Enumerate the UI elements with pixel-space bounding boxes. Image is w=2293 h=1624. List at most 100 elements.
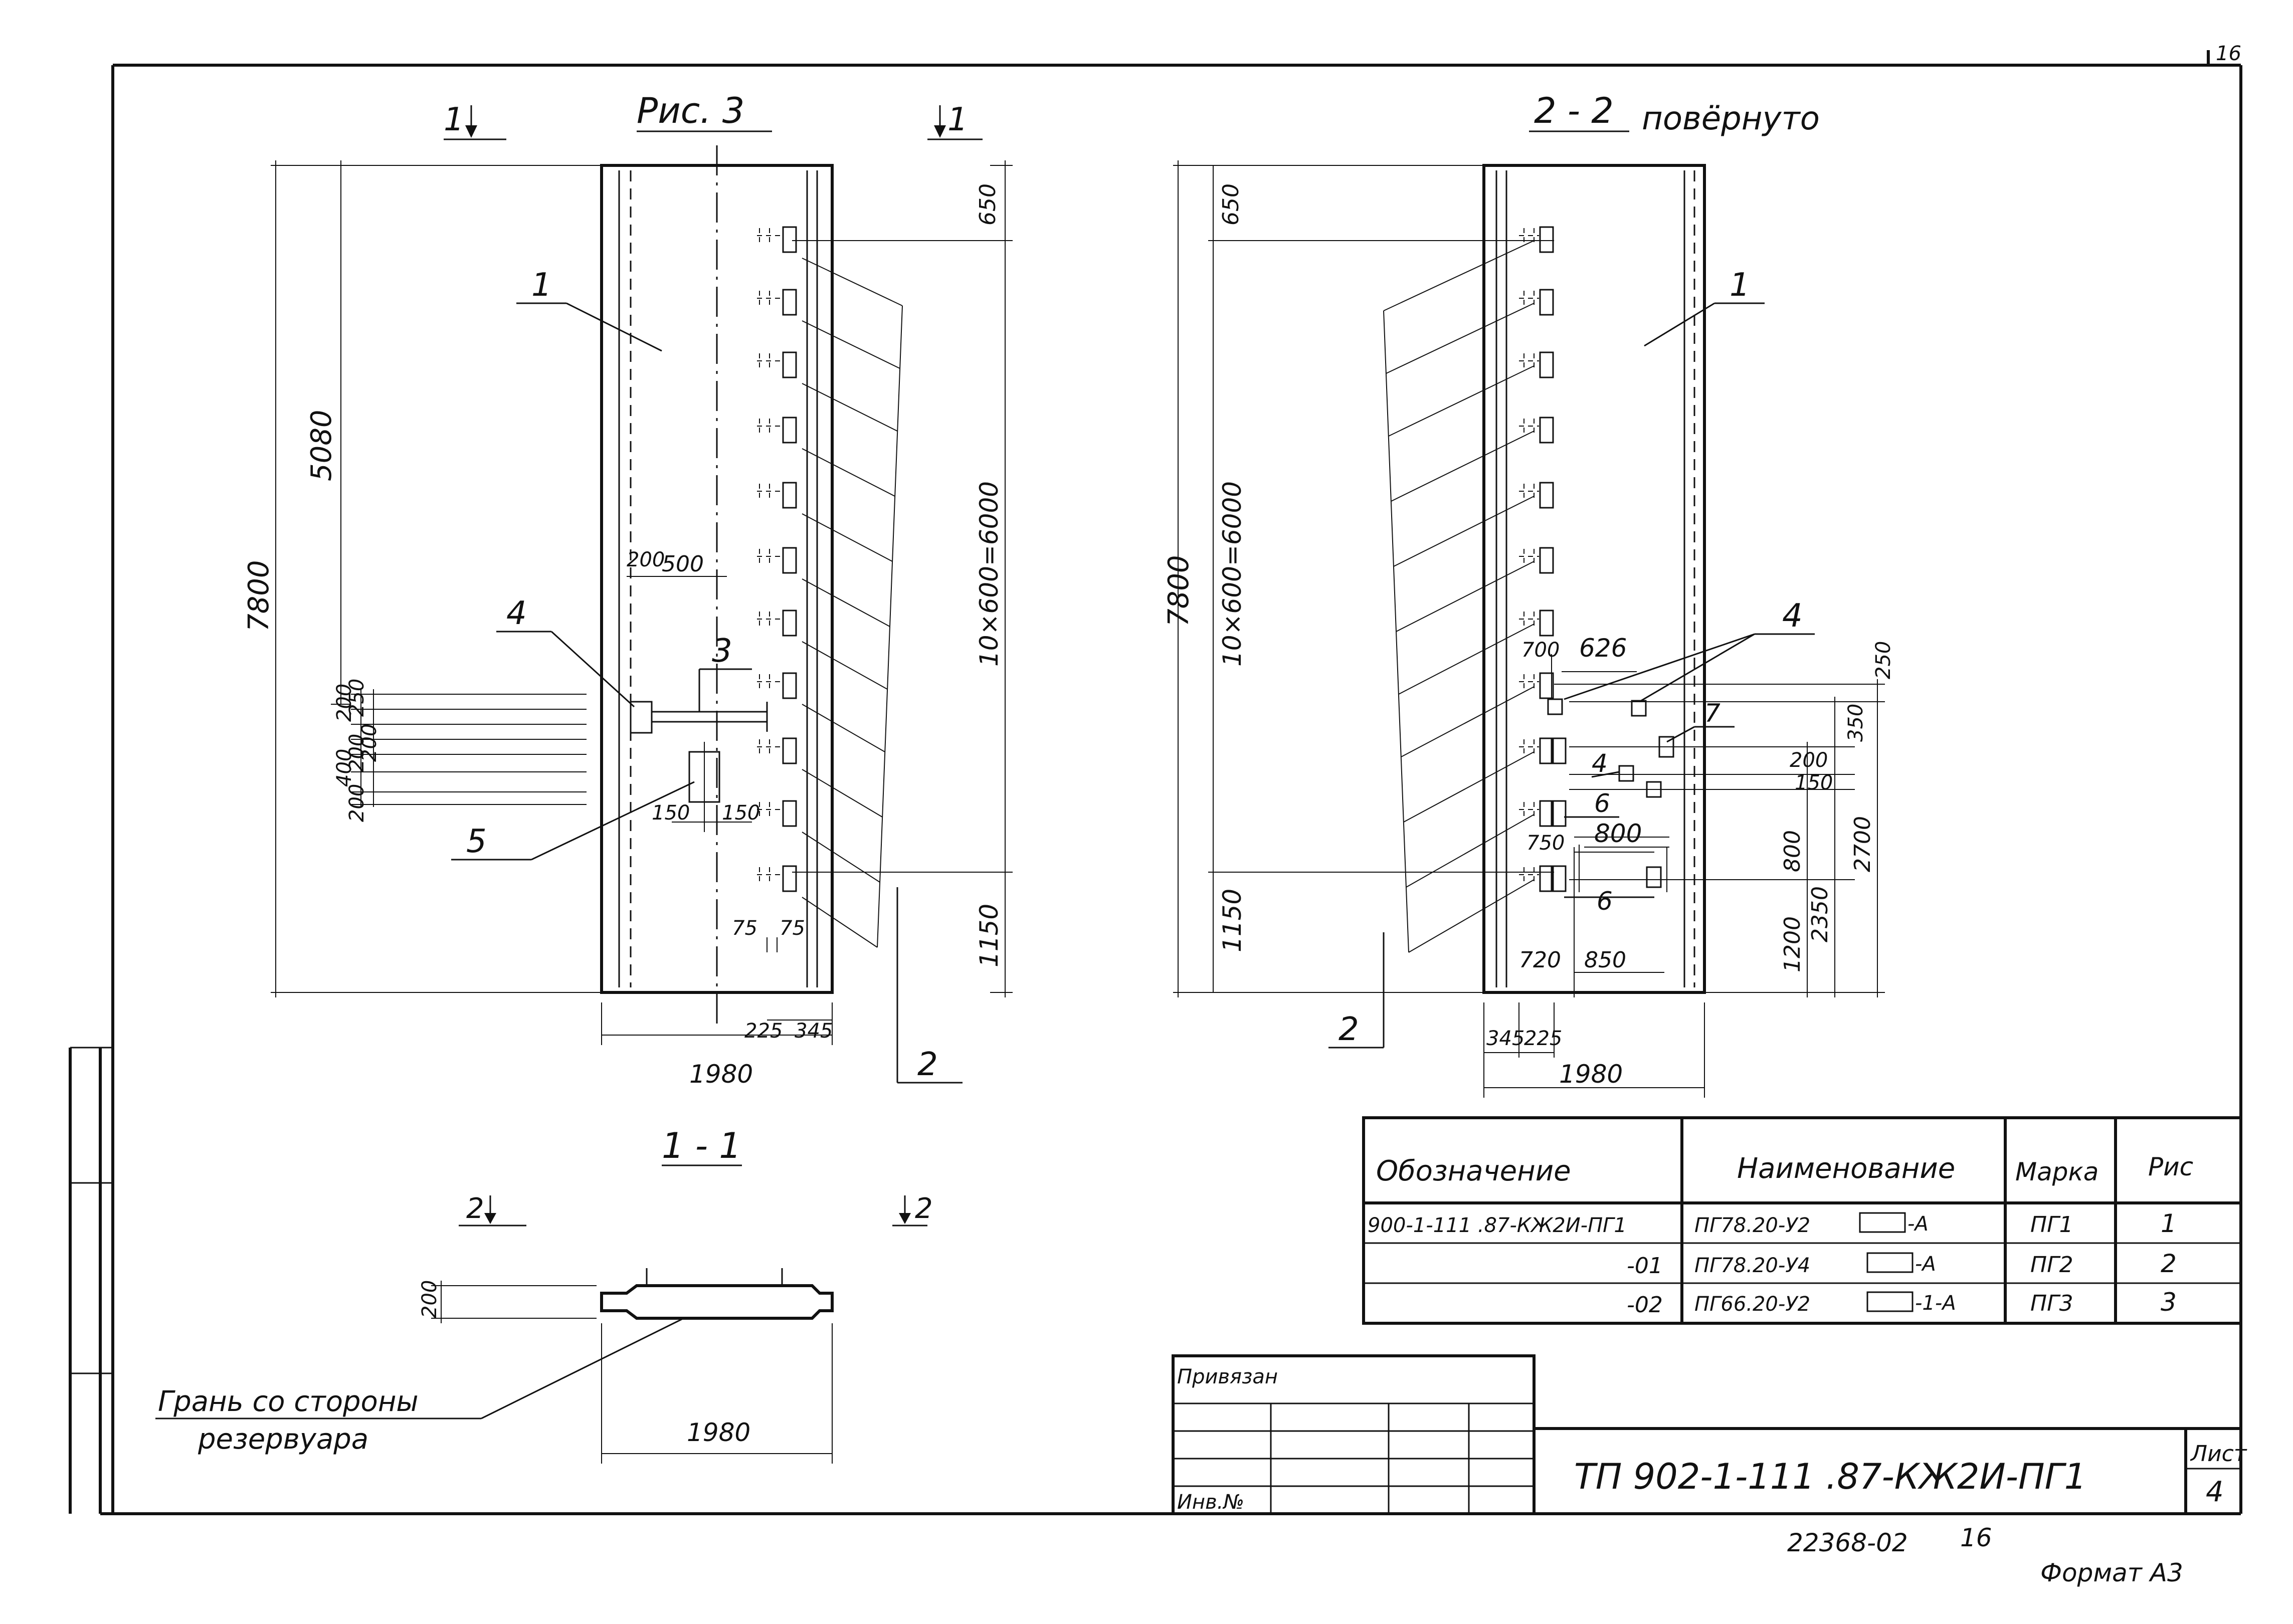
view22-dim-1200: 1200 bbox=[1780, 916, 1805, 972]
sheet-number-top: 16 bbox=[2216, 42, 2241, 65]
spec-header-mark: Марка bbox=[2015, 1157, 2098, 1186]
section11-mark-right: 2 bbox=[915, 1192, 933, 1225]
view22-dim-150: 150 bbox=[1795, 771, 1833, 794]
fig3-dimensions bbox=[271, 160, 1013, 1045]
fig3-dim-width: 1980 bbox=[689, 1060, 753, 1089]
view22-title-mark: 2 - 2 bbox=[1534, 90, 1614, 131]
fig3-arrow-right-icon bbox=[934, 125, 946, 138]
view22-dim-750: 750 bbox=[1526, 832, 1565, 855]
fig3-callout-3: 3 bbox=[712, 633, 732, 670]
spec-row-mark: ПГ2 bbox=[2030, 1252, 2073, 1278]
view22-callout-2: 2 bbox=[1339, 1011, 1359, 1048]
title-block-inv-no: Инв.№ bbox=[1177, 1491, 1244, 1514]
title-block-designation: ТП 902-1-111 .87-КЖ2И-ПГ1 bbox=[1574, 1456, 2086, 1497]
archive-page: 16 bbox=[1960, 1523, 1992, 1552]
fig3-arrow-left-icon bbox=[465, 125, 477, 138]
spec-row-fig: 2 bbox=[2161, 1249, 2177, 1278]
spec-header-name: Наименование bbox=[1737, 1152, 1955, 1185]
section11-mark-left: 2 bbox=[466, 1192, 484, 1225]
fig3-callouts bbox=[451, 302, 963, 1084]
fig3-dim-200: 200 bbox=[627, 548, 665, 571]
section11-dim-width: 1980 bbox=[687, 1418, 750, 1447]
fig3-section-mark-right: 1 bbox=[947, 101, 968, 138]
view22-dim-800-h: 800 bbox=[1594, 819, 1642, 848]
view22-callout-4a: 4 bbox=[1782, 597, 1803, 635]
view22-callout-1: 1 bbox=[1730, 267, 1750, 304]
view22-dimensions bbox=[1173, 160, 1885, 1098]
fig3-dim-500: 500 bbox=[662, 551, 704, 577]
view22-dim-626: 626 bbox=[1579, 634, 1627, 663]
view22-callout-4b: 4 bbox=[1592, 749, 1608, 778]
view22-dim-width: 1980 bbox=[1559, 1060, 1623, 1089]
fig3-dim-225: 225 bbox=[744, 1020, 783, 1043]
spec-row-designation: 900-1-111 .87-КЖ2И-ПГ1 bbox=[1368, 1214, 1627, 1237]
view22-dim-720: 720 bbox=[1519, 947, 1561, 973]
title-block-list-number: 4 bbox=[2206, 1476, 2224, 1508]
fig3-dim-right-middle: 10×600=6000 bbox=[975, 481, 1004, 667]
spec-table bbox=[1362, 1116, 2242, 1325]
spec-row-name: ПГ66.20-У2 bbox=[1694, 1293, 1810, 1316]
fig3-dim-150-a: 150 bbox=[652, 801, 690, 825]
view22-dim-350: 350 bbox=[1844, 704, 1867, 742]
fig3-dim-345: 345 bbox=[795, 1020, 833, 1043]
view-2-2: 2 - 2 повёрнуто bbox=[1163, 90, 1895, 1098]
section11-panel-profile bbox=[600, 1284, 834, 1320]
view22-title-note: повёрнуто bbox=[1642, 100, 1820, 137]
fig3-dim-stack-5: 200 bbox=[358, 724, 381, 762]
view22-panel-outline bbox=[1482, 164, 1706, 994]
fig3-dim-75-a: 75 bbox=[732, 917, 757, 940]
fig3-dim-right-top: 650 bbox=[975, 183, 1001, 226]
spec-row-name-suffix: -А bbox=[1915, 1253, 1936, 1276]
section11-note-line1: Грань со стороны bbox=[158, 1385, 419, 1418]
fig3-dim-stack-0: 400 bbox=[333, 749, 356, 787]
section11-arrow-right-icon bbox=[899, 1213, 911, 1224]
view22-dim-200: 200 bbox=[1790, 749, 1828, 772]
view22-dim-bottom: 1150 bbox=[1218, 889, 1247, 952]
sheet-format: Формат А3 bbox=[2040, 1558, 2183, 1587]
view22-callouts bbox=[1328, 302, 1815, 1049]
fig3-dim-total-height: 7800 bbox=[243, 560, 275, 632]
view22-dim-800-v: 800 bbox=[1780, 830, 1805, 872]
view22-dim-2350: 2350 bbox=[1807, 886, 1833, 942]
view22-callout-7: 7 bbox=[1704, 699, 1721, 728]
fig3-embedded-parts bbox=[757, 226, 903, 948]
section11-dim-thickness: 200 bbox=[418, 1280, 441, 1318]
view22-callout-6a: 6 bbox=[1594, 789, 1610, 818]
view22-dim-225: 225 bbox=[1524, 1027, 1562, 1050]
spec-row-designation: -02 bbox=[1627, 1292, 1663, 1318]
view22-dim-700: 700 bbox=[1521, 639, 1560, 662]
spec-row-length-box bbox=[1859, 1212, 1906, 1233]
view22-dim-middle: 10×600=6000 bbox=[1218, 481, 1247, 667]
spec-row-name-suffix: -1-А bbox=[1915, 1292, 1956, 1315]
title-block-privyazan: Привязан bbox=[1177, 1365, 1278, 1388]
fig3-dim-75-b: 75 bbox=[780, 917, 805, 940]
sheet-frame: 16 bbox=[69, 42, 2242, 1515]
section11-arrow-left-icon bbox=[484, 1213, 496, 1224]
spec-row-length-box bbox=[1866, 1291, 1914, 1312]
spec-header-fig: Рис bbox=[2148, 1152, 2193, 1181]
spec-row-mark: ПГ3 bbox=[2030, 1291, 2073, 1316]
fig3-callout-1: 1 bbox=[531, 267, 552, 304]
fig3-dim-stack-3: 250 bbox=[345, 679, 368, 717]
view22-callout-6b: 6 bbox=[1597, 887, 1613, 916]
spec-row-name: ПГ78.20-У4 bbox=[1694, 1254, 1810, 1277]
view-fig3: Рис. 3 1 1 bbox=[243, 90, 1013, 1089]
fig3-dim-stack-2: 200 bbox=[345, 784, 368, 822]
title-block bbox=[1172, 1354, 2241, 1515]
spec-row-mark: ПГ1 bbox=[2030, 1212, 2073, 1238]
fig3-callout-2: 2 bbox=[917, 1046, 938, 1083]
fig3-dim-right-bottom: 1150 bbox=[975, 904, 1004, 967]
view22-dim-345: 345 bbox=[1486, 1027, 1524, 1050]
section11-note-line2: резервуара bbox=[198, 1423, 368, 1456]
view22-dim-250: 250 bbox=[1872, 641, 1895, 679]
fig3-dim-stack-4: 200 bbox=[345, 734, 368, 772]
spec-row-length-box bbox=[1866, 1252, 1914, 1273]
fig3-dim-stack-1: 200 bbox=[333, 684, 356, 722]
fig3-title: Рис. 3 bbox=[637, 90, 744, 131]
section11-title: 1 - 1 bbox=[662, 1125, 741, 1166]
title-block-list-label: Лист bbox=[2190, 1441, 2247, 1467]
view22-embedded-parts bbox=[1383, 226, 1674, 953]
spec-row-fig: 3 bbox=[2161, 1288, 2177, 1317]
fig3-dim-150-b: 150 bbox=[722, 801, 760, 825]
